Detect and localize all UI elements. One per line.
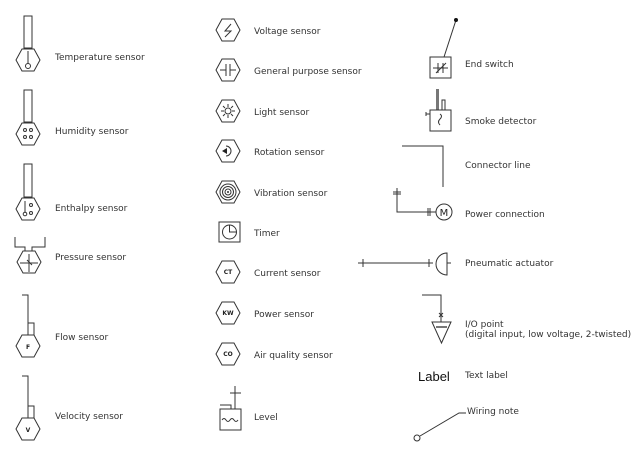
temperature-sensor-icon xyxy=(15,15,41,72)
label-general-purpose-sensor: General purpose sensor xyxy=(254,67,362,77)
label-pressure-sensor: Pressure sensor xyxy=(55,253,126,263)
flow-sensor-icon: F xyxy=(15,294,41,358)
pressure-sensor-icon xyxy=(14,237,46,274)
connector-line-icon xyxy=(402,145,444,187)
label-humidity-sensor: Humidity sensor xyxy=(55,127,129,137)
svg-text:M: M xyxy=(440,208,449,219)
end-switch-icon xyxy=(429,18,458,79)
label-connector-line: Connector line xyxy=(465,161,531,171)
timer-icon xyxy=(218,221,241,243)
label-vibration-sensor: Vibration sensor xyxy=(254,189,328,199)
svg-text:CT: CT xyxy=(224,269,233,276)
label-smoke-detector: Smoke detector xyxy=(465,117,537,127)
label-timer: Timer xyxy=(253,229,280,239)
svg-text:KW: KW xyxy=(222,310,234,317)
general-purpose-sensor-icon xyxy=(215,58,241,82)
voltage-sensor-icon xyxy=(215,18,241,42)
label-io-point: I/O point xyxy=(465,320,504,330)
velocity-sensor-icon: V xyxy=(15,375,41,441)
pneumatic-actuator-icon xyxy=(358,252,451,276)
label-velocity-sensor: Velocity sensor xyxy=(55,412,123,422)
label-light-sensor: Light sensor xyxy=(254,108,309,118)
label-enthalpy-sensor: Enthalpy sensor xyxy=(55,204,128,214)
label-level: Level xyxy=(254,413,278,423)
current-sensor-icon: CT xyxy=(215,260,241,284)
svg-text:F: F xyxy=(26,344,30,351)
label-wiring-note: Wiring note xyxy=(467,407,519,417)
level-icon xyxy=(219,386,242,431)
label-temperature-sensor: Temperature sensor xyxy=(54,53,145,63)
label-text-label: Text label xyxy=(464,371,508,381)
label-end-switch: End switch xyxy=(465,60,514,70)
light-sensor-icon xyxy=(215,99,241,123)
label-flow-sensor: Flow sensor xyxy=(55,333,109,343)
svg-text:CO: CO xyxy=(223,351,233,358)
power-sensor-icon: KW xyxy=(215,301,241,325)
label-air-quality-sensor: Air quality sensor xyxy=(254,351,333,361)
smoke-detector-icon xyxy=(425,89,452,132)
label-pneumatic-actuator: Pneumatic actuator xyxy=(465,259,554,269)
vibration-sensor-icon xyxy=(215,180,241,204)
humidity-sensor-icon xyxy=(15,89,41,146)
label-power-sensor: Power sensor xyxy=(254,310,314,320)
label-voltage-sensor: Voltage sensor xyxy=(254,27,321,37)
io-point-icon xyxy=(422,294,452,345)
power-connection-icon: M xyxy=(393,188,453,221)
label-rotation-sensor: Rotation sensor xyxy=(254,148,325,158)
label-io-point-detail: (digital input, low voltage, 2-twisted) xyxy=(465,330,631,340)
rotation-sensor-icon xyxy=(215,139,241,163)
enthalpy-sensor-icon xyxy=(15,163,41,221)
text-label-sample: Label xyxy=(418,369,450,384)
wiring-note-icon xyxy=(413,412,466,442)
label-power-connection: Power connection xyxy=(465,210,545,220)
air-quality-sensor-icon: CO xyxy=(215,342,241,366)
svg-text:V: V xyxy=(26,427,31,434)
label-current-sensor: Current sensor xyxy=(254,269,321,279)
